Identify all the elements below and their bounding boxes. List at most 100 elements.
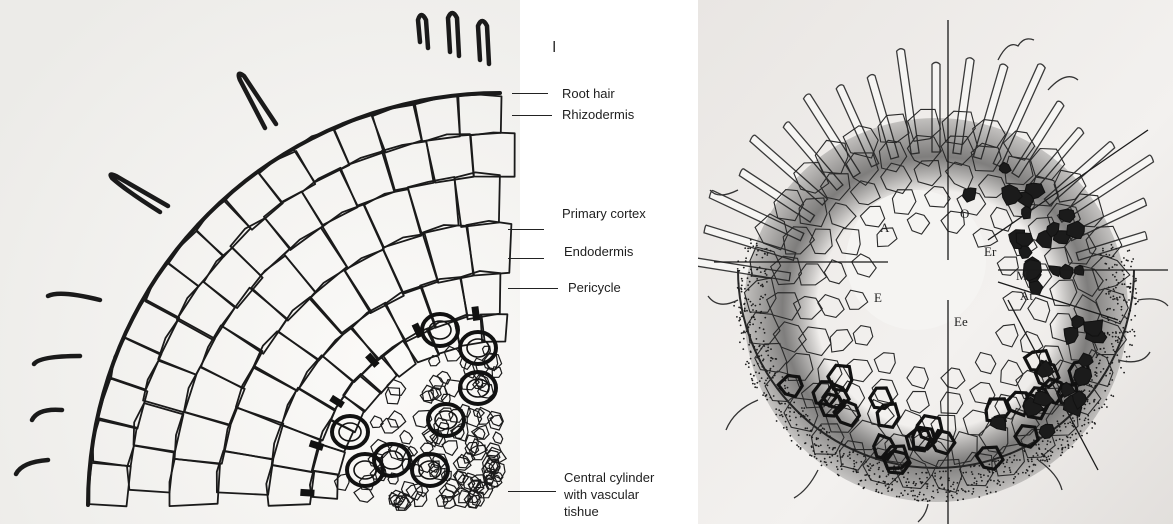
stipple-dot: [753, 375, 755, 377]
stipple-dot: [737, 270, 739, 272]
stipple-dot: [995, 491, 997, 493]
stipple-dot: [759, 298, 761, 300]
stipple-dot: [770, 250, 772, 252]
stipple-dot: [752, 380, 754, 382]
stipple-dot: [740, 287, 742, 289]
stipple-dot: [1128, 313, 1130, 315]
stipple-dot: [1084, 419, 1086, 421]
stipple-dot: [978, 496, 980, 498]
stipple-dot: [1013, 478, 1015, 480]
stipple-dot: [1081, 425, 1083, 427]
stipple-dot: [1055, 440, 1057, 442]
stipple-dot: [767, 377, 769, 379]
stipple-dot: [1110, 369, 1112, 371]
stipple-dot: [756, 245, 758, 247]
stipple-dot: [1129, 286, 1131, 288]
stipple-dot: [829, 435, 831, 437]
stipple-dot: [1061, 452, 1063, 454]
stipple-dot: [1115, 340, 1117, 342]
stipple-dot: [1119, 332, 1121, 334]
stipple-dot: [790, 407, 792, 409]
stipple-dot: [989, 464, 991, 466]
stipple-dot: [1095, 356, 1097, 358]
stipple-dot: [1028, 461, 1030, 463]
stipple-dot: [1089, 403, 1091, 405]
stipple-dot: [1087, 401, 1089, 403]
stipple-dot: [789, 411, 791, 413]
stipple-dot: [767, 347, 769, 349]
stipple-dot: [767, 355, 769, 357]
stipple-dot: [1013, 459, 1015, 461]
stipple-dot: [1114, 264, 1116, 266]
stipple-dot: [802, 410, 804, 412]
stipple-dot: [1108, 291, 1110, 293]
stipple-dot: [918, 500, 920, 502]
stipple-dot: [833, 447, 835, 449]
stipple-dot: [1067, 437, 1069, 439]
stipple-dot: [1113, 349, 1115, 351]
stipple-dot: [950, 486, 952, 488]
stipple-dot: [1096, 367, 1098, 369]
stipple-dot: [878, 469, 880, 471]
stipple-dot: [744, 288, 746, 290]
stipple-dot: [826, 451, 828, 453]
stipple-dot: [1105, 375, 1107, 377]
stipple-dot: [1049, 465, 1051, 467]
stipple-dot: [990, 479, 992, 481]
stipple-dot: [820, 432, 822, 434]
root-quarter-section: [0, 0, 520, 524]
stipple-dot: [1134, 281, 1136, 283]
stipple-dot: [1115, 331, 1117, 333]
stipple-dot: [1072, 417, 1074, 419]
stipple-dot: [1025, 472, 1027, 474]
stipple-dot: [749, 334, 751, 336]
stipple-dot: [820, 425, 822, 427]
stipple-dot: [740, 312, 742, 314]
stipple-dot: [1113, 290, 1115, 292]
stipple-dot: [1121, 309, 1123, 311]
stipple-dot: [748, 272, 750, 274]
stipple-dot: [853, 460, 855, 462]
stipple-dot: [765, 269, 767, 271]
stipple-dot: [981, 480, 983, 482]
stipple-dot: [756, 278, 758, 280]
stipple-dot: [1038, 447, 1040, 449]
stipple-dot: [755, 310, 757, 312]
stipple-dot: [987, 475, 989, 477]
stipple-dot: [733, 305, 735, 307]
stipple-dot: [1107, 256, 1109, 258]
stipple-dot: [952, 484, 954, 486]
stipple-dot: [1099, 360, 1101, 362]
stipple-dot: [829, 447, 831, 449]
stipple-dot: [1126, 356, 1128, 358]
stipple-dot: [995, 460, 997, 462]
stipple-dot: [781, 414, 783, 416]
stipple-dot: [754, 319, 756, 321]
stipple-dot: [953, 482, 955, 484]
stipple-dot: [923, 494, 925, 496]
stipple-dot: [1123, 372, 1125, 374]
stipple-dot: [1122, 315, 1124, 317]
stipple-dot: [1102, 355, 1104, 357]
stipple-dot: [1086, 432, 1088, 434]
leader-line-rhizodermis: [512, 115, 552, 116]
stipple-dot: [738, 307, 740, 309]
stipple-dot: [863, 455, 865, 457]
casparian-strip: [310, 443, 323, 447]
stipple-dot: [986, 486, 988, 488]
stipple-dot: [1098, 407, 1100, 409]
stipple-dot: [814, 443, 816, 445]
stipple-dot: [926, 477, 928, 479]
stipple-dot: [1037, 458, 1039, 460]
stipple-dot: [1037, 454, 1039, 456]
stipple-dot: [745, 364, 747, 366]
stipple-dot: [765, 350, 767, 352]
stipple-dot: [1110, 395, 1112, 397]
stipple-dot: [1047, 450, 1049, 452]
stipple-dot: [1106, 309, 1108, 311]
stipple-dot: [1019, 459, 1021, 461]
stipple-dot: [1116, 272, 1118, 274]
stipple-dot: [844, 444, 846, 446]
stipple-dot: [841, 456, 843, 458]
stipple-dot: [1112, 298, 1114, 300]
